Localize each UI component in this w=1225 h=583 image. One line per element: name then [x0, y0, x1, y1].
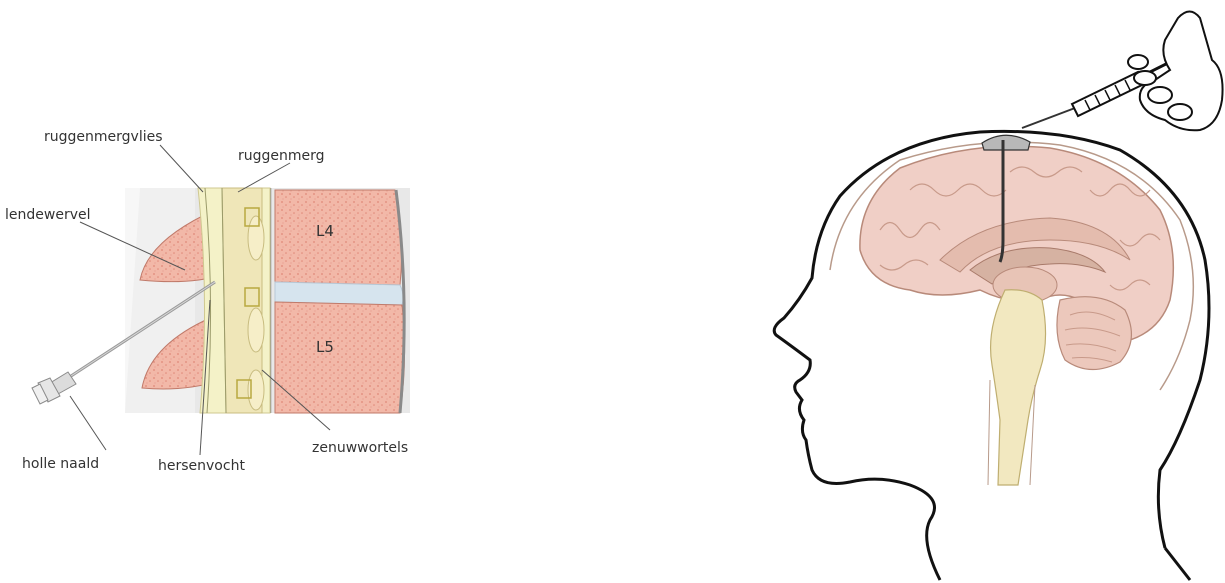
- lumbar-puncture-diagram: ruggenmergvlies ruggenmerg lendewervel L…: [0, 0, 460, 583]
- disc: [275, 282, 403, 305]
- l4-vertebral-body: [275, 190, 402, 285]
- l5-vertebral-body: [275, 302, 405, 413]
- lumbar-puncture-illustration: ruggenmergvlies ruggenmerg lendewervel L…: [0, 0, 460, 583]
- head-brain-diagram: [760, 0, 1225, 583]
- label-dura: ruggenmergvlies: [44, 129, 163, 145]
- label-hollow-needle: holle naald: [22, 456, 99, 472]
- label-l4: L4: [316, 222, 334, 240]
- head-brain-illustration: [760, 0, 1225, 583]
- label-csf: hersenvocht: [158, 458, 245, 474]
- brainstem: [991, 290, 1046, 485]
- label-l5: L5: [316, 338, 334, 356]
- hand: [1128, 12, 1223, 131]
- label-spinal-cord: ruggenmerg: [238, 148, 325, 164]
- label-lumbar-vertebra: lendewervel: [5, 207, 90, 223]
- label-nerve-roots: zenuwwortels: [312, 440, 408, 456]
- burr-hole-reservoir: [982, 135, 1030, 150]
